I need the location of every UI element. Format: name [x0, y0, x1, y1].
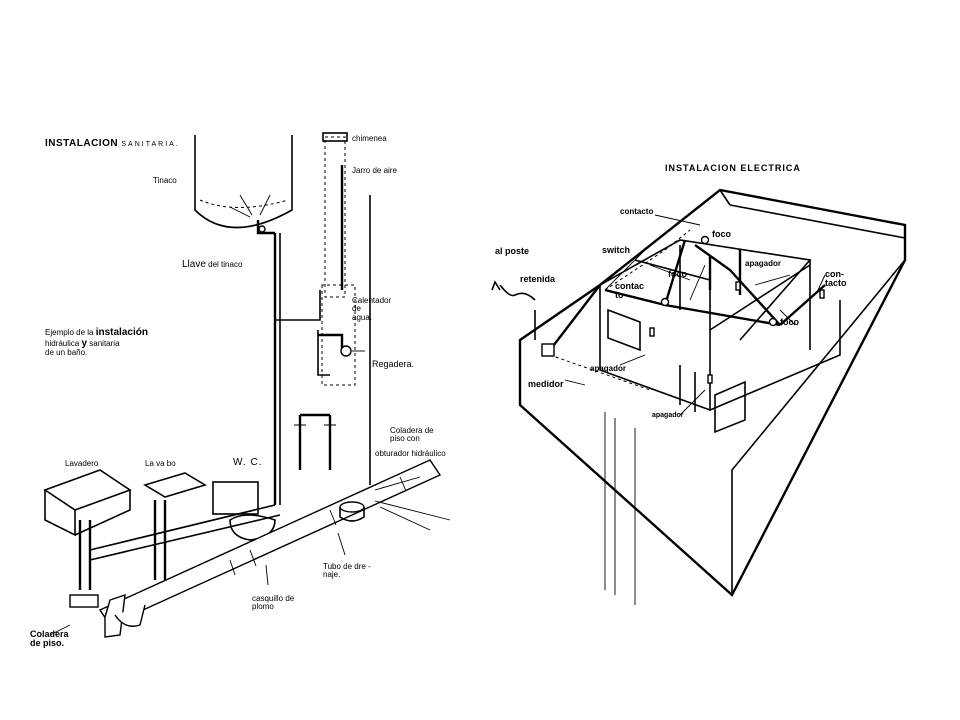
calentador-label: Calentador de agua.	[352, 296, 392, 322]
foco-top-fixture	[700, 235, 710, 245]
tinaco-tank	[194, 135, 293, 229]
front-wall-lines	[604, 412, 636, 605]
contacto-right-fixture	[819, 289, 825, 299]
label-pointers	[564, 214, 826, 416]
apagador-bottom-label: apagador	[652, 412, 684, 419]
casquillo-label: casquillo de plomo	[252, 594, 295, 612]
lavabo-pipes	[153, 500, 167, 580]
foco-right-label: foco	[780, 317, 799, 327]
heater-branch-pipe	[275, 290, 321, 321]
coladera-piso-grate	[69, 594, 99, 608]
apagador-bottom-fixture	[707, 374, 713, 384]
lavabo-label: La va bo	[145, 459, 176, 468]
electric-title: INSTALACION ELECTRICA	[665, 163, 801, 173]
obturador-label: obturador hidráulico	[375, 449, 446, 458]
coladera-obturador	[339, 501, 365, 513]
front-base	[519, 404, 733, 596]
retenida-label: retenida	[520, 274, 556, 284]
al-poste-arrow	[491, 280, 501, 291]
foco-mid-label: foco	[668, 269, 687, 279]
medidor-box	[541, 343, 555, 357]
medidor-label: medidor	[528, 379, 564, 389]
tubo-pointer	[337, 532, 346, 556]
tinaco-valve	[258, 225, 266, 233]
wire-dashed	[549, 229, 691, 391]
lavadero-label: Lavadero	[65, 459, 99, 468]
window-front-right	[714, 380, 746, 434]
coladera-piso-label: Coladera de piso.	[30, 629, 69, 649]
llave-label: Llave del tinaco	[182, 259, 243, 270]
partition-back	[599, 239, 812, 341]
chimenea-label: chimenea	[352, 134, 387, 143]
contacto-right-label: con- tacto	[825, 269, 847, 289]
wc-label: W. C.	[233, 457, 263, 468]
plumbing-title: INSTALACION SANITARIA.	[45, 138, 180, 149]
plumbing-diagram: INSTALACION SANITARIA. Tinaco Llave del …	[30, 125, 460, 665]
foco-right-fixture	[768, 317, 778, 327]
foco-top-label: foco	[712, 229, 731, 239]
casquillo-pointer	[265, 564, 269, 586]
chimenea-cap	[322, 132, 348, 142]
regadera-head	[340, 345, 352, 357]
al-poste-label: al poste	[495, 246, 530, 256]
partition-front	[599, 285, 711, 412]
door-front	[679, 365, 696, 412]
outer-walls	[518, 188, 907, 597]
coladera-obturador-body	[339, 507, 365, 522]
switch-label: switch	[602, 245, 631, 255]
apagador-left-fixture	[649, 327, 655, 337]
floor-shading	[374, 500, 451, 531]
ejemplo-label: Ejemplo de la instalación hidráulica y s…	[45, 327, 148, 357]
coladera-piso-con-label: Coladera de piso con	[390, 426, 434, 444]
electric-drawing	[491, 188, 907, 605]
drainage-bend	[114, 604, 146, 627]
shower-pipe	[318, 333, 344, 350]
calentador-outline	[321, 284, 356, 386]
right-wall	[731, 259, 906, 595]
obturador-pointer	[374, 476, 421, 491]
pipe-collars	[229, 476, 407, 576]
apagador-top-label: apagador	[745, 259, 782, 268]
retenida-wire	[499, 284, 536, 340]
wc-tank	[212, 481, 259, 515]
tinaco-water-line	[199, 199, 289, 208]
partition-right	[709, 300, 841, 411]
lavadero-side	[74, 490, 131, 536]
lavadero-sink	[43, 469, 132, 511]
regadera-label: Regadera.	[372, 359, 415, 369]
contacto-mid-label: contac to	[615, 281, 645, 301]
supply-lines	[89, 504, 281, 561]
tinaco-inner-lines	[229, 194, 271, 218]
coladera-piso-pointer	[49, 624, 71, 636]
contacto-top-label: contacto	[620, 207, 654, 216]
window-front-left	[607, 308, 641, 352]
plumbing-drawing	[43, 132, 451, 638]
wall-top-edges	[519, 189, 906, 405]
tinaco-valve-pipe	[256, 220, 275, 235]
wire-meter-to-switch	[549, 284, 601, 351]
lavadero-front	[44, 490, 76, 537]
apagador-left-label: apagador	[590, 364, 627, 373]
lavadero-drain-pipes	[78, 520, 92, 590]
tubo-label: Tubo de dre - naje.	[323, 562, 371, 580]
shower-valve-pipes	[298, 413, 332, 470]
foco-mid-fixture	[660, 297, 670, 307]
apagador-top-fixture	[735, 281, 741, 291]
lavabo-basin	[143, 472, 207, 498]
tinaco-label: Tinaco	[153, 176, 177, 185]
calentador-left-pipe	[317, 330, 330, 376]
electric-diagram: INSTALACION ELECTRICA contacto foco swit…	[480, 150, 930, 620]
jarro-label: Jarro de aire	[352, 166, 397, 175]
